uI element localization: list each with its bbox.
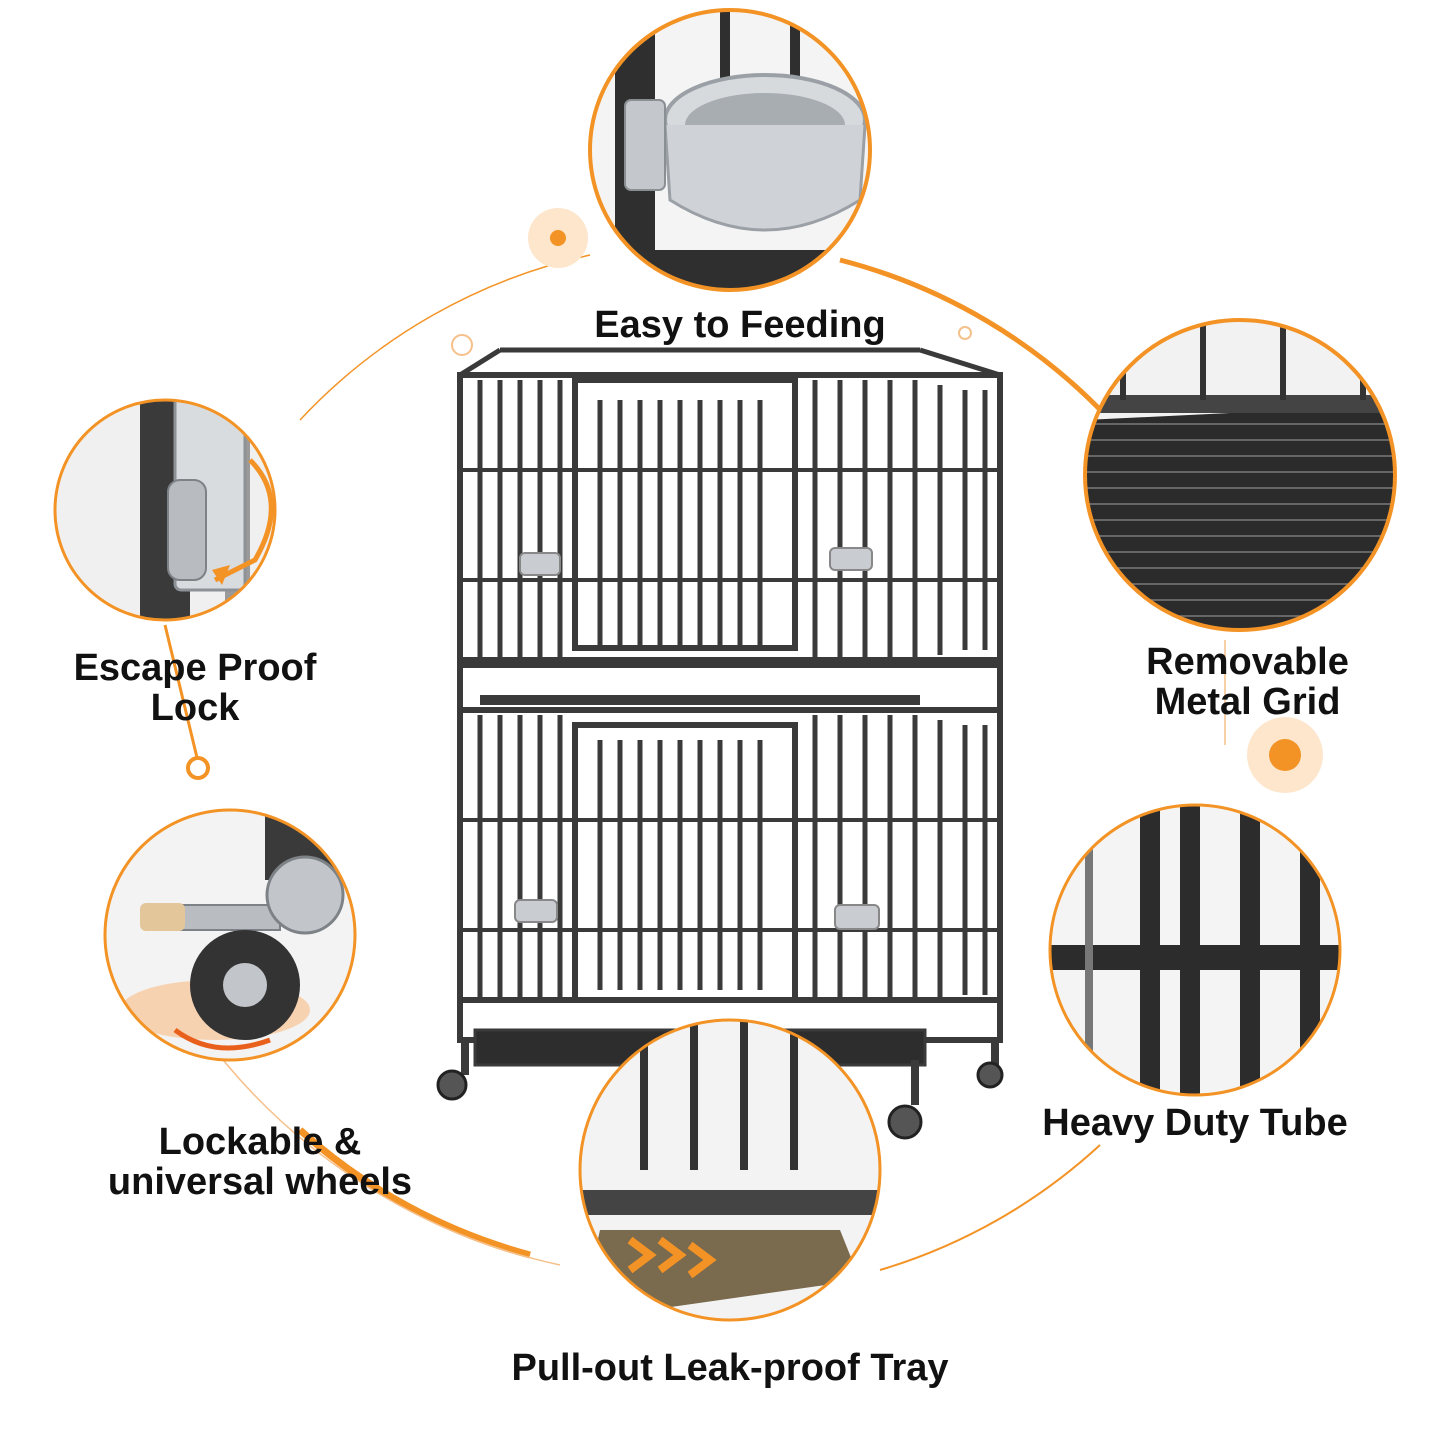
label-lockable-wheels-line2: universal wheels bbox=[107, 1161, 413, 1203]
cage-bowls bbox=[514, 547, 880, 930]
metal-grid-detail bbox=[1083, 318, 1397, 632]
label-removable-metal-grid-line1: Removable bbox=[1146, 641, 1349, 683]
label-heavy-duty-tube: Heavy Duty Tube bbox=[1042, 1102, 1348, 1144]
dog-cage bbox=[457, 347, 1003, 1105]
ring-dot-top-right bbox=[958, 326, 972, 340]
tube-detail bbox=[1048, 803, 1342, 1097]
label-removable-metal-grid-line2: Metal Grid bbox=[1154, 681, 1341, 723]
cage-wheels bbox=[436, 1061, 1004, 1140]
ring-dot-left bbox=[186, 756, 210, 780]
label-escape-proof-lock-line1: Escape Proof bbox=[73, 647, 317, 689]
orange-dot-top bbox=[528, 208, 588, 268]
label-easy-to-feeding: Easy to Feeding bbox=[594, 304, 886, 346]
tray-detail bbox=[578, 1018, 882, 1322]
connector-ring bbox=[163, 254, 1226, 1271]
label-escape-proof-lock-line2: Lock bbox=[150, 687, 240, 729]
label-escape-proof-lock: Escape Proof Lock bbox=[45, 648, 345, 728]
feeding-bowl-detail bbox=[588, 8, 872, 292]
orange-dot-right bbox=[1247, 717, 1323, 793]
wheel-detail bbox=[103, 808, 357, 1062]
label-lockable-wheels: Lockable & universal wheels bbox=[75, 1122, 445, 1202]
label-removable-metal-grid: Removable Metal Grid bbox=[1105, 642, 1390, 722]
label-pull-out-tray: Pull-out Leak-proof Tray bbox=[511, 1347, 949, 1389]
label-lockable-wheels-line1: Lockable & bbox=[158, 1121, 362, 1163]
ring-dot-top-left bbox=[451, 334, 473, 356]
lock-detail bbox=[53, 398, 277, 622]
